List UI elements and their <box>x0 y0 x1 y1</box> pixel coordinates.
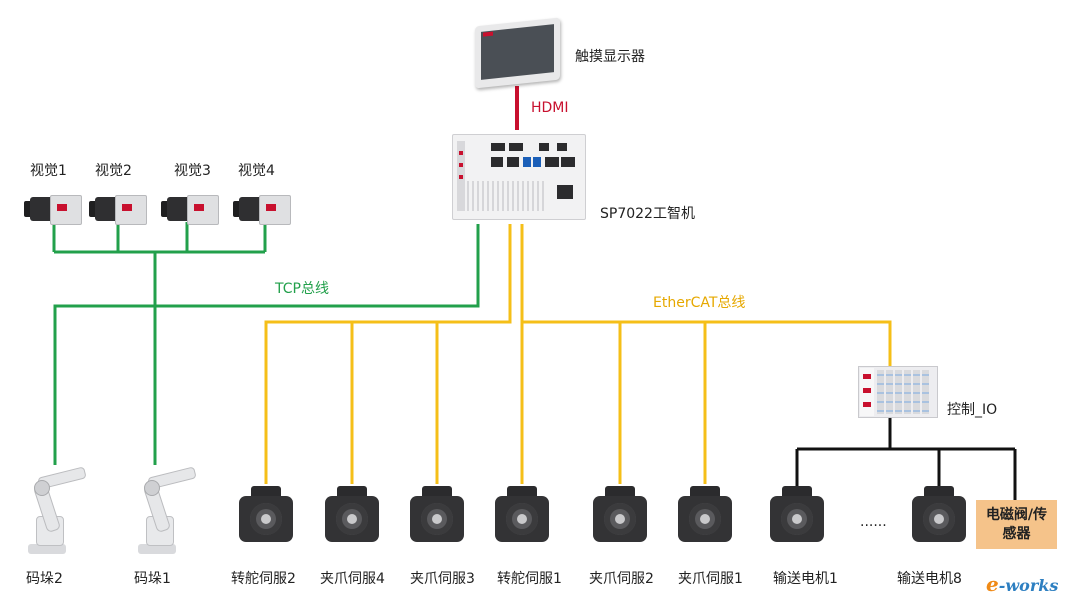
ethercat-bus <box>264 224 892 484</box>
vision-camera-2 <box>89 195 147 225</box>
solenoid-sensor-box: 电磁阀/传感器 <box>976 500 1057 549</box>
camera-label: 视觉3 <box>174 163 211 179</box>
servo-label: 转舵伺服2 <box>231 571 296 587</box>
servo-motor <box>495 486 549 544</box>
industrial-pc <box>452 134 586 220</box>
servo-label: 夹爪伺服2 <box>589 571 654 587</box>
servo-motor <box>593 486 647 544</box>
palletizing-robot-1 <box>134 464 197 554</box>
conveyor-motor <box>770 486 824 544</box>
servo-label: 夹爪伺服1 <box>678 571 743 587</box>
io-bus <box>795 418 1017 500</box>
vision-camera-4 <box>233 195 291 225</box>
servo-label: 转舵伺服1 <box>497 571 562 587</box>
palletizing-robot-2 <box>24 464 87 554</box>
io-label: 控制_IO <box>947 402 998 418</box>
valve-label: 电磁阀/传感器 <box>985 506 1048 542</box>
tcp-bus <box>52 222 480 465</box>
camera-label: 视觉1 <box>30 163 67 179</box>
camera-label: 视觉2 <box>95 163 132 179</box>
eworks-logo: e-works <box>986 572 1059 596</box>
servo-label: 夹爪伺服3 <box>410 571 475 587</box>
servo-motor <box>410 486 464 544</box>
conveyor-label: 输送电机8 <box>897 571 962 587</box>
hdmi-label: HDMI <box>531 100 569 116</box>
vision-camera-3 <box>161 195 219 225</box>
tcp-bus-label: TCP总线 <box>275 281 329 297</box>
camera-label: 视觉4 <box>238 163 275 179</box>
servo-motor <box>239 486 293 544</box>
robot-label: 码垛2 <box>26 571 63 587</box>
vision-camera-1 <box>24 195 82 225</box>
touch-display-label: 触摸显示器 <box>575 49 645 65</box>
io-module <box>858 366 938 418</box>
conveyor-motor <box>912 486 966 544</box>
robot-label: 码垛1 <box>134 571 171 587</box>
ellipsis-label: ...... <box>860 514 887 530</box>
ipc-label: SP7022工智机 <box>600 206 695 222</box>
ethercat-bus-label: EtherCAT总线 <box>653 295 746 311</box>
servo-motor <box>325 486 379 544</box>
servo-label: 夹爪伺服4 <box>320 571 385 587</box>
servo-motor <box>678 486 732 544</box>
conveyor-label: 输送电机1 <box>773 571 838 587</box>
touch-display <box>475 17 560 89</box>
